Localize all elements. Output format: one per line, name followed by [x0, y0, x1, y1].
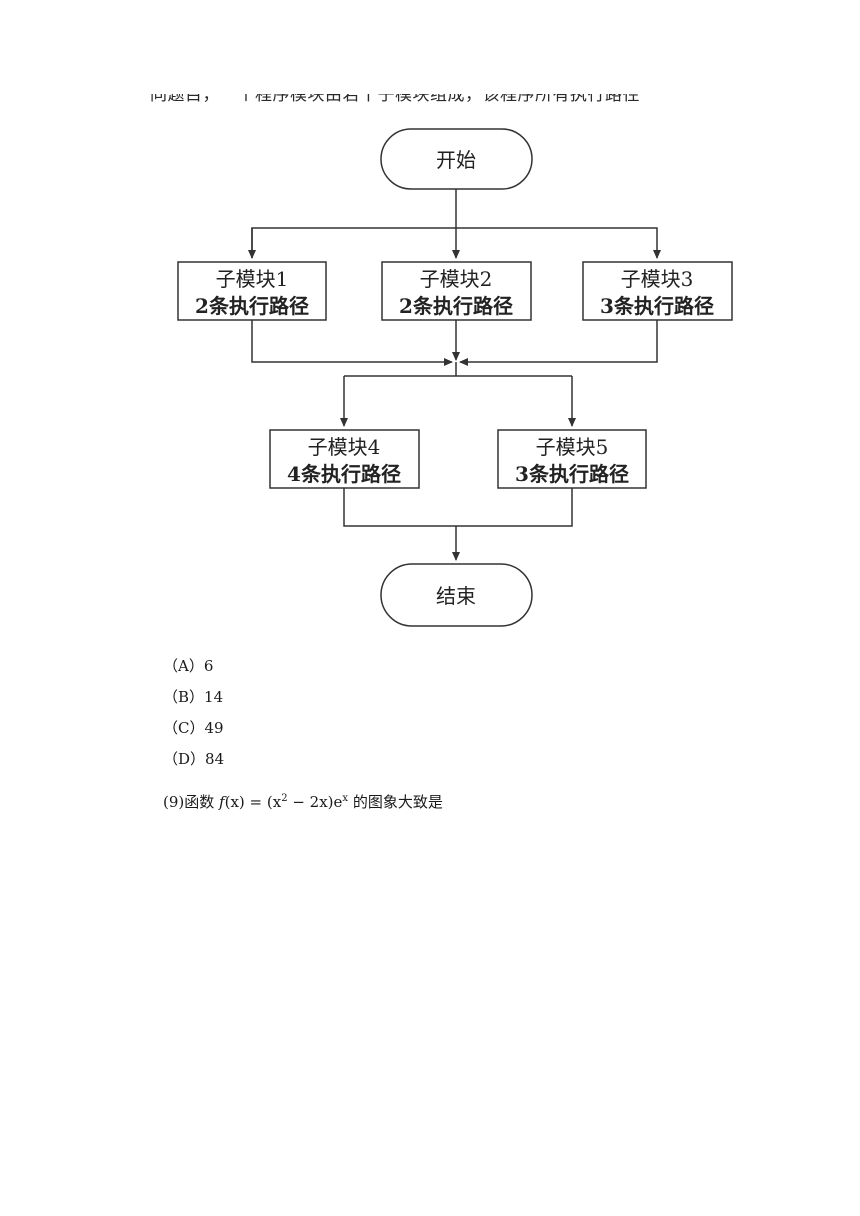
- module-box-2: 子模块2 2条执行路径: [381, 261, 532, 321]
- module-box-1: 子模块1 2条执行路径: [177, 261, 327, 321]
- start-label: 开始: [436, 148, 476, 172]
- connectors-merge: [251, 320, 658, 427]
- question-9: (9)函数 f(x) = (x2 − 2x)ex 的图象大致是: [163, 793, 443, 811]
- module-1-paths: 2条执行路径: [195, 294, 309, 318]
- module-box-5: 子模块5 3条执行路径: [497, 429, 647, 489]
- end-label: 结束: [436, 584, 476, 608]
- module-box-4: 子模块4 4条执行路径: [269, 429, 420, 489]
- question-suffix: 的图象大致是: [352, 793, 443, 811]
- module-box-3: 子模块3 3条执行路径: [582, 261, 733, 321]
- question-number: (9): [163, 793, 185, 811]
- option-c: （C）49: [163, 719, 224, 737]
- connectors-bottom: [343, 488, 573, 561]
- option-a: （A）6: [163, 657, 214, 675]
- module-3-paths: 3条执行路径: [600, 294, 714, 318]
- question-stem-cut-line: 同题目，一个程序模块由若干子模块组成，该程序所有执行路径: [150, 94, 640, 105]
- module-5-title: 子模块5: [536, 435, 609, 459]
- module-2-title: 子模块2: [420, 267, 493, 291]
- module-3-title: 子模块3: [621, 267, 694, 291]
- answer-options: （A）6 （B）14 （C）49 （D）84: [163, 656, 224, 780]
- option-b: （B）14: [163, 688, 224, 706]
- flowchart: 开始 子模块1 2条执行路径 子模块2 2条执行路径 子模块3 3条执行路径 子…: [177, 128, 733, 627]
- module-5-paths: 3条执行路径: [515, 462, 629, 486]
- option-d: （D）84: [163, 750, 225, 768]
- function-name: f: [219, 793, 225, 811]
- connectors-top: [248, 189, 661, 259]
- module-2-paths: 2条执行路径: [399, 294, 513, 318]
- module-1-title: 子模块1: [216, 267, 289, 291]
- module-4-paths: 4条执行路径: [287, 462, 401, 486]
- end-node: 结束: [380, 563, 533, 627]
- question-prefix: 函数: [184, 793, 215, 811]
- module-4-title: 子模块4: [308, 435, 381, 459]
- start-node: 开始: [380, 128, 533, 190]
